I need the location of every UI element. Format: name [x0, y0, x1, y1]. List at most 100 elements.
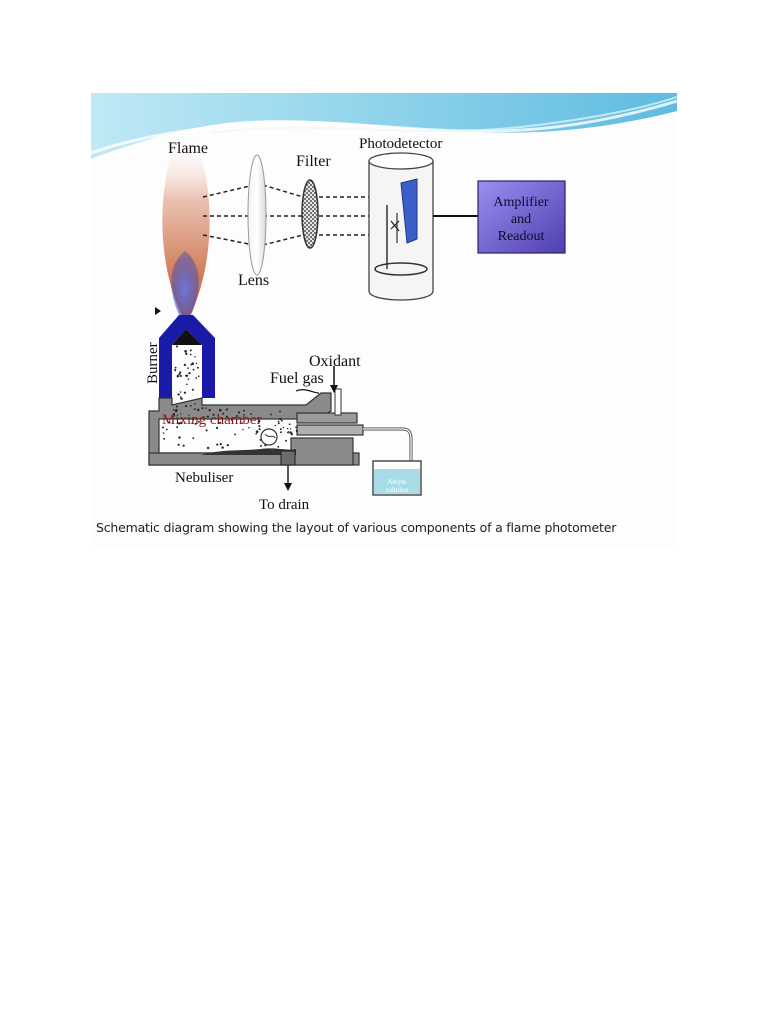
particle-dot — [291, 433, 293, 436]
particle-dot — [277, 420, 280, 423]
particle-dot — [187, 378, 190, 380]
particle-dot — [235, 414, 239, 418]
particle-dot — [206, 415, 210, 418]
particle-dot — [192, 368, 195, 371]
particle-dot — [185, 352, 188, 355]
particle-dot — [289, 428, 292, 430]
particle-dot — [176, 426, 179, 429]
particle-dot — [189, 405, 192, 407]
particle-dot — [219, 421, 222, 424]
particle-dot — [279, 410, 281, 413]
particle-dot — [179, 396, 182, 398]
sample-tube — [363, 427, 413, 471]
label-nebuliser: Nebuliser — [175, 470, 233, 486]
particle-dot — [250, 413, 252, 415]
particle-dot — [248, 426, 250, 429]
particle-dot — [279, 428, 282, 431]
label-oxidant: Oxidant — [309, 353, 361, 370]
particle-dot — [193, 408, 196, 411]
particle-dot — [195, 362, 198, 365]
particle-dot — [216, 443, 219, 446]
particle-dot — [174, 369, 177, 372]
particle-dot — [208, 408, 211, 412]
particle-dot — [168, 421, 171, 424]
label-analyte-line2: solution — [386, 486, 409, 494]
particle-dot — [237, 411, 241, 414]
label-amplifier-line2: and — [511, 212, 531, 227]
particle-dot — [295, 426, 297, 429]
particle-dot — [177, 443, 180, 446]
particle-dot — [295, 429, 299, 433]
filter — [301, 179, 319, 249]
particle-dot — [179, 375, 182, 377]
particle-dot — [258, 428, 261, 431]
particle-dot — [219, 442, 222, 446]
particle-dot — [285, 439, 287, 442]
particle-dot — [162, 426, 164, 429]
particle-dot — [257, 419, 261, 423]
particle-dot — [177, 422, 181, 425]
particle-dot — [175, 405, 178, 408]
particle-dot — [173, 412, 176, 415]
particle-dot — [215, 426, 219, 430]
particle-dot — [184, 405, 188, 408]
particle-dot — [196, 408, 200, 412]
particle-dot — [226, 443, 229, 447]
particle-dot — [183, 363, 187, 367]
particle-dot — [175, 345, 179, 348]
label-photodetector: Photodetector — [359, 136, 442, 152]
wave-banner — [91, 93, 677, 159]
particle-dot — [255, 430, 259, 433]
particle-dot — [282, 426, 284, 429]
particle-dot — [201, 407, 204, 410]
particle-dot — [165, 428, 168, 431]
particle-dot — [178, 436, 181, 439]
particle-dot — [191, 418, 195, 421]
pointer-arrow — [155, 307, 161, 315]
particle-dot — [195, 377, 198, 379]
particle-dot — [178, 373, 181, 376]
label-to-drain: To drain — [259, 497, 310, 513]
label-analyte-line1: Anlyte — [387, 478, 406, 486]
particle-dot — [218, 408, 222, 412]
particle-dot — [180, 397, 183, 400]
particle-dot — [191, 388, 194, 391]
particle-dot — [242, 428, 244, 431]
particle-dot — [205, 407, 207, 409]
analyte-beaker — [372, 460, 422, 496]
label-lens: Lens — [238, 272, 269, 289]
particle-dot — [198, 420, 200, 423]
particle-dot — [221, 446, 224, 449]
particle-dot — [162, 432, 165, 434]
lens — [247, 154, 267, 276]
particle-dot — [180, 413, 182, 415]
label-fuel-gas: Fuel gas — [270, 370, 324, 387]
particle-dot — [179, 391, 182, 393]
particle-dot — [274, 424, 277, 427]
particle-dot — [197, 375, 200, 378]
label-amplifier-line3: Readout — [498, 229, 545, 244]
label-mixing-chamber: Mixing chamber — [162, 412, 262, 428]
particle-dot — [186, 383, 188, 386]
particle-dot — [179, 371, 182, 374]
particle-dot — [222, 412, 225, 415]
particle-dot — [196, 366, 199, 369]
amplifier-box — [477, 180, 566, 254]
particle-dot — [280, 431, 282, 434]
burner — [159, 315, 215, 398]
particle-dot — [241, 422, 244, 424]
particle-dot — [212, 413, 215, 416]
diagram-canvas: Flame Filter Photodetector Lens Oxidant … — [91, 93, 677, 548]
particle-dot — [194, 422, 197, 425]
particle-dot — [194, 356, 196, 358]
particle-dot — [173, 415, 175, 417]
particle-dot — [183, 391, 186, 394]
particle-dot — [189, 353, 192, 356]
particle-dot — [191, 422, 193, 425]
particle-dot — [188, 371, 191, 375]
particle-dot — [194, 403, 196, 405]
particle-dot — [255, 432, 258, 435]
particle-dot — [286, 427, 289, 430]
particle-dot — [163, 437, 166, 440]
figure-caption: Schematic diagram showing the layout of … — [96, 520, 617, 535]
